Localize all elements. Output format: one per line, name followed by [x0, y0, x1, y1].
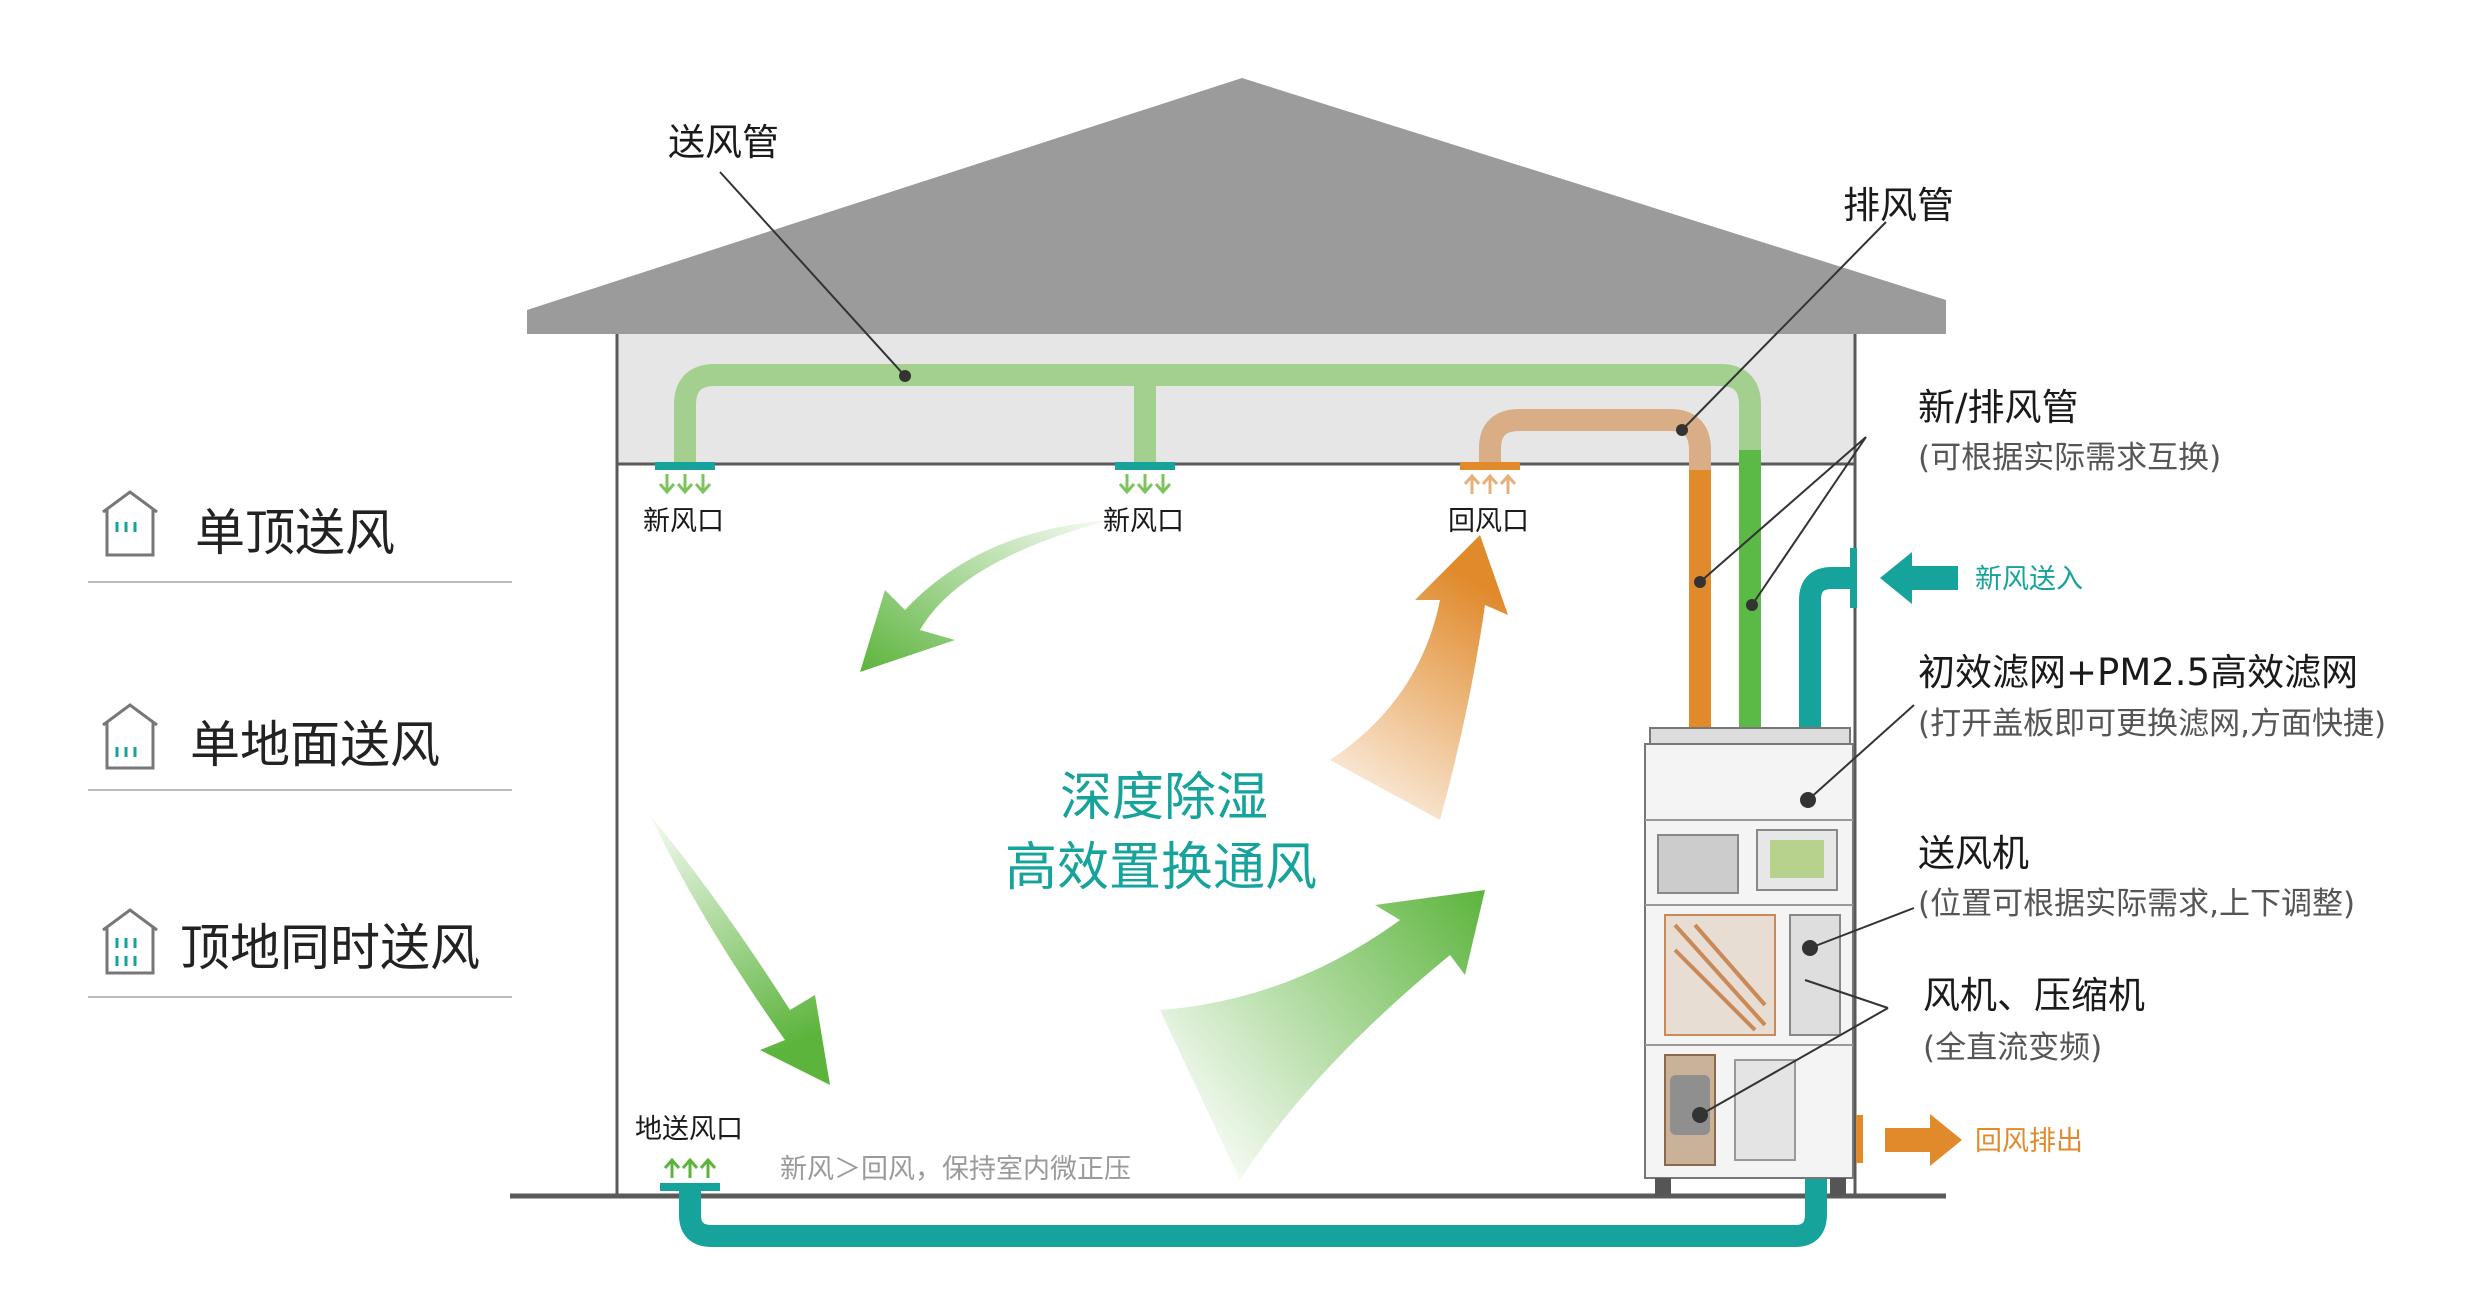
house-floor-supply-icon [102, 703, 158, 770]
fresh-outlet-2-grille [1115, 462, 1175, 495]
ventilation-unit [1644, 727, 1854, 1196]
mode-item-floor: 单地面送风 [88, 703, 512, 791]
fresh-outlet-1-grille [655, 462, 715, 495]
exhaust-duct [1479, 409, 1711, 730]
house-walls [615, 334, 1857, 1196]
blower-label: 送风机 [1918, 832, 2029, 875]
airflow-arrow-bottom-right [1160, 890, 1485, 1180]
return-out-arrow [1885, 1114, 1962, 1166]
filter-label: 初效滤网+PM2.5高效滤网 [1918, 651, 2358, 694]
floor-outlet-grille [660, 1157, 720, 1191]
return-inlet-label: 回风口 [1448, 506, 1529, 537]
fresh-exhaust-label: 新/排风管 [1918, 386, 2078, 429]
return-out-label: 回风排出 [1975, 1126, 2083, 1157]
house-top-supply-icon [102, 490, 158, 557]
supply-duct [674, 364, 1761, 720]
leader-lines [719, 171, 1915, 1116]
return-inlet-grille [1460, 462, 1520, 494]
roof [527, 78, 1946, 334]
house-both-supply-icon [102, 908, 158, 975]
attic [617, 334, 1855, 464]
center-line-2: 高效置换通风 [1005, 838, 1317, 898]
fresh-intake-duct [1799, 567, 1855, 730]
fresh-outlet-2-label: 新风口 [1103, 506, 1184, 537]
fresh-outlet-1-label: 新风口 [643, 506, 724, 537]
fresh-exhaust-note: (可根据实际需求互换) [1918, 440, 2221, 476]
airflow-arrow-left-down [650, 815, 830, 1085]
pressure-note: 新风＞回风，保持室内微正压 [780, 1154, 1131, 1185]
exhaust-duct-label: 排风管 [1843, 184, 1954, 227]
mode-item-both: 顶地同时送风 [88, 908, 512, 998]
supply-duct-label: 送风管 [668, 121, 779, 164]
mode-label-top: 单顶送风 [195, 504, 395, 562]
center-line-1: 深度除湿 [1060, 768, 1268, 828]
mode-label-floor: 单地面送风 [190, 716, 440, 774]
filter-note: (打开盖板即可更换滤网,方面快捷) [1918, 706, 2386, 742]
fan-compressor-note: (全直流变频) [1923, 1030, 2102, 1066]
fresh-in-label: 新风送入 [1975, 564, 2083, 595]
callout-dots [899, 370, 1818, 1123]
mode-item-top: 单顶送风 [88, 490, 512, 583]
outlet-flange [1856, 1115, 1863, 1163]
floor-outlet-label: 地送风口 [635, 1114, 743, 1145]
fan-compressor-label: 风机、压缩机 [1923, 974, 2145, 1017]
blower-note: (位置可根据实际需求,上下调整) [1918, 886, 2355, 922]
airflow-arrow-top-left [860, 520, 1110, 672]
mode-label-both: 顶地同时送风 [180, 919, 480, 977]
intake-flange [1850, 548, 1857, 608]
floor-duct [679, 1040, 1827, 1247]
return-arrow [1330, 535, 1508, 820]
fresh-in-arrow [1880, 552, 1958, 604]
